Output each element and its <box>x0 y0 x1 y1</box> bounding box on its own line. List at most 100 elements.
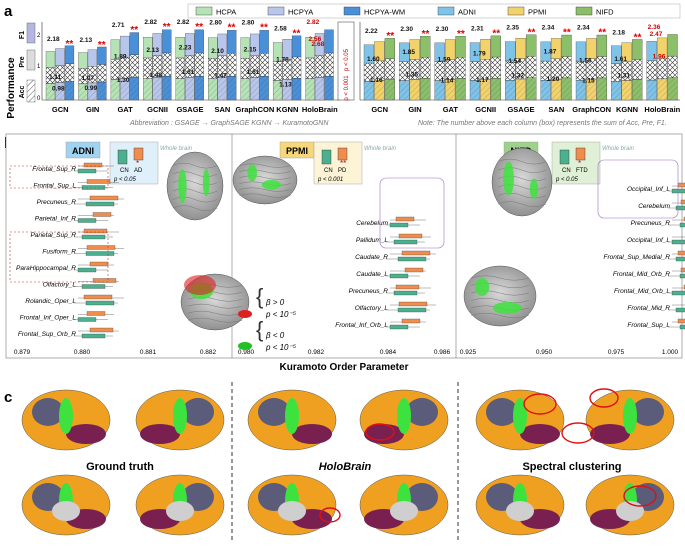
left-label-top: 2.13 <box>79 37 92 44</box>
x-tick-nifd: 1.000 <box>662 349 679 356</box>
inset-box-disease-ppmi <box>337 147 348 161</box>
right-bar-acc-hatch <box>667 77 678 100</box>
brain-adni-side-sulcus <box>239 175 291 180</box>
surface-brain-0-0-0-dark-region <box>32 398 64 426</box>
right-bar-f1 <box>621 42 632 62</box>
left-bar-f1 <box>194 29 204 54</box>
right-bar-f1 <box>646 41 657 61</box>
brain-adni-side-highlight <box>247 164 257 182</box>
right-bar-f1 <box>374 41 385 62</box>
x-tick-adni: 0.880 <box>74 349 91 356</box>
brain-nifd-side <box>463 265 537 327</box>
right-bar-pre <box>526 56 537 78</box>
left-bar-acc-hatch <box>282 79 292 100</box>
left-label-top: 2.58 <box>274 25 287 32</box>
left-category-label: HoloBrain <box>302 105 338 114</box>
region-label-adni: Frontal_Sup_L <box>33 183 76 190</box>
right-bar-pre <box>646 60 657 81</box>
region-label-ppmi: Precuneus_R <box>349 288 389 295</box>
left-bar-f1 <box>227 30 237 54</box>
right-bar-acc-hatch <box>409 79 420 100</box>
right-category-label: HoloBrain <box>644 105 680 114</box>
left-bar-f1 <box>185 33 195 56</box>
surface-brain-2-0-0-green-region <box>513 398 527 434</box>
right-bar-acc-hatch <box>586 79 597 100</box>
box-control-ppmi <box>393 239 418 245</box>
y-axis-label: Performance <box>6 57 17 119</box>
inset-sig-adni: * <box>136 159 139 168</box>
right-label-top: 2.36 <box>648 24 661 31</box>
surface-brain-2-0-0-magenta-region <box>520 424 560 444</box>
right-bar-acc-hatch <box>470 80 480 100</box>
box-disease-adni <box>86 179 111 184</box>
brain-nifd-top <box>491 147 553 217</box>
right-bar-pre <box>561 56 572 79</box>
brain-nifd-top-sulcus <box>497 201 547 207</box>
left-label-low: 1.61 <box>247 69 260 76</box>
inset-sig-nifd: * <box>578 159 581 168</box>
box-control-nifd <box>671 290 685 296</box>
left-bar-acc-hatch <box>185 77 195 100</box>
box-disease-adni <box>83 294 113 300</box>
right-bar-acc-hatch <box>596 77 607 100</box>
left-bar-pre <box>194 52 204 77</box>
box-disease-adni <box>83 228 108 234</box>
left-sig-marker: ** <box>293 28 301 39</box>
region-label-adni: Fusiform_R <box>42 249 76 256</box>
legend-label-nifd: NIFD <box>596 8 614 17</box>
left-sig-marker: ** <box>65 39 73 50</box>
left-label-low: 2.68 <box>312 41 325 48</box>
surface-brain-0-0-1-green-region <box>173 398 187 434</box>
left-bar-f1 <box>129 32 139 55</box>
legend-label-adni: ADNI <box>458 8 476 17</box>
right-category-label: GCNII <box>475 105 496 114</box>
left-sig-marker: ** <box>98 40 106 51</box>
x-axis-label-kuramoto: Kuramoto Order Parameter <box>280 362 409 373</box>
significance-p001: p < 0.001 <box>344 75 350 101</box>
left-bar-acc-hatch <box>46 83 55 100</box>
right-bar-acc-hatch <box>657 78 668 100</box>
right-bar-acc-hatch <box>480 79 491 100</box>
right-bar-acc-hatch <box>399 80 410 100</box>
right-category-label: SAN <box>548 105 564 114</box>
right-bar-f1 <box>526 34 537 57</box>
surface-brain-1-0-0-green-region <box>285 398 299 434</box>
left-sig-marker: ** <box>228 23 236 34</box>
region-label-adni: Rolandic_Oper_L <box>25 298 76 305</box>
box-disease-adni <box>92 278 117 283</box>
right-bar-acc-hatch <box>561 77 572 100</box>
inset-label-control-adni: CN <box>120 168 129 174</box>
left-category-label: SAN <box>215 105 231 114</box>
brain-nifd-side-sulcus <box>471 313 529 318</box>
right-sig-marker: ** <box>598 28 606 39</box>
left-label-top: 2.71 <box>112 22 125 29</box>
brain-adni-top-highlight <box>202 169 210 197</box>
legend-swatch-hcpya <box>267 6 285 16</box>
left-category-label: GSAGE <box>176 105 203 114</box>
inset-p-ppmi: p < 0.001 <box>317 177 343 183</box>
metric-label-f1: F1 <box>19 31 26 39</box>
region-label-ppmi: Cerebelum <box>356 220 388 227</box>
box-control-adni <box>77 168 97 174</box>
left-bar-acc-hatch <box>194 76 204 100</box>
left-label-mid: 2.10 <box>211 48 224 55</box>
legend-swatch-nifd <box>575 6 593 16</box>
legend-label-hcpya-wm: HCPYA-WM <box>364 8 405 17</box>
box-disease-adni <box>86 245 116 250</box>
right-bar-pre <box>596 56 607 79</box>
left-bar-f1 <box>249 33 260 56</box>
right-bar-acc-hatch <box>526 77 537 100</box>
brain-nifd-side-sulcus <box>471 298 529 303</box>
left-bar-f1 <box>324 29 334 54</box>
right-label-top: 2.34 <box>542 25 555 32</box>
box-disease-ppmi <box>401 318 421 324</box>
region-label-nifd: Occipital_Inf_L <box>627 186 670 193</box>
right-sig-marker: ** <box>634 32 642 43</box>
brain-adni-top-sulcus <box>172 196 218 203</box>
legend-swatch-ppmi <box>507 6 525 16</box>
beta-negative-label: β < 0 <box>265 331 285 340</box>
region-label-adni: Parietal_Sup_R <box>30 232 76 239</box>
surface-brain-0-1-1-dark-region <box>182 483 214 511</box>
left-label-top: 2.82 <box>307 19 320 26</box>
right-sig-marker: ** <box>386 31 394 42</box>
